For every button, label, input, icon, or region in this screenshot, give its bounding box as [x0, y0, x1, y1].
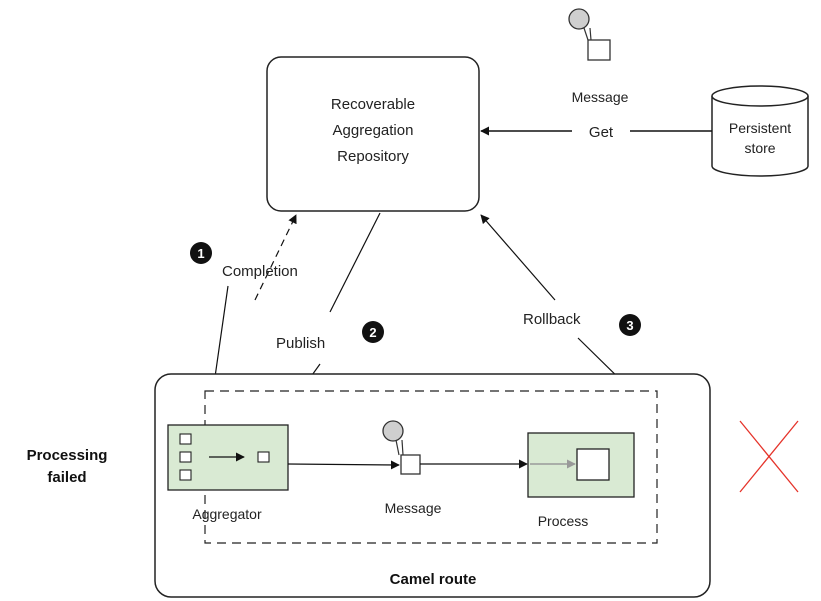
get-label: Get — [589, 124, 614, 141]
repository-label-line2: Aggregation — [333, 122, 414, 139]
step-3-badge: 3 — [619, 314, 641, 336]
step-1-number: 1 — [197, 246, 204, 261]
step-2-number: 2 — [369, 325, 376, 340]
step-2-badge: 2 — [362, 321, 384, 343]
step-3-number: 3 — [626, 318, 633, 333]
repository-label-line1: Recoverable — [331, 96, 415, 113]
aggregator-node — [167, 424, 289, 491]
message-route-label: Message — [385, 500, 442, 516]
persistent-store-node: Persistent store — [711, 85, 809, 177]
rollback-label: Rollback — [523, 311, 581, 328]
store-label-line2: store — [744, 140, 775, 156]
publish-line — [329, 212, 381, 313]
process-label: Process — [538, 513, 589, 529]
step-1-badge: 1 — [190, 242, 212, 264]
repository-label-line3: Repository — [337, 148, 409, 165]
aggregator-to-message-arrow — [287, 460, 400, 470]
failure-cross-icon — [739, 420, 799, 493]
camel-route-label: Camel route — [390, 571, 477, 588]
processing-failed-line2: failed — [47, 469, 86, 486]
completion-arrow — [254, 214, 297, 301]
message-top-label: Message — [572, 89, 629, 105]
publish-label: Publish — [276, 335, 325, 352]
message-route-icon — [382, 420, 421, 475]
store-label-line1: Persistent — [729, 120, 791, 136]
rollback-arrow — [480, 214, 556, 301]
completion-label: Completion — [222, 263, 298, 280]
repository-node: Recoverable Aggregation Repository — [266, 56, 480, 212]
camel-route-container — [154, 373, 711, 598]
message-top-icon — [568, 8, 611, 61]
processing-failed-line1: Processing — [27, 447, 108, 464]
aggregator-label: Aggregator — [192, 506, 262, 522]
process-node — [527, 432, 635, 498]
